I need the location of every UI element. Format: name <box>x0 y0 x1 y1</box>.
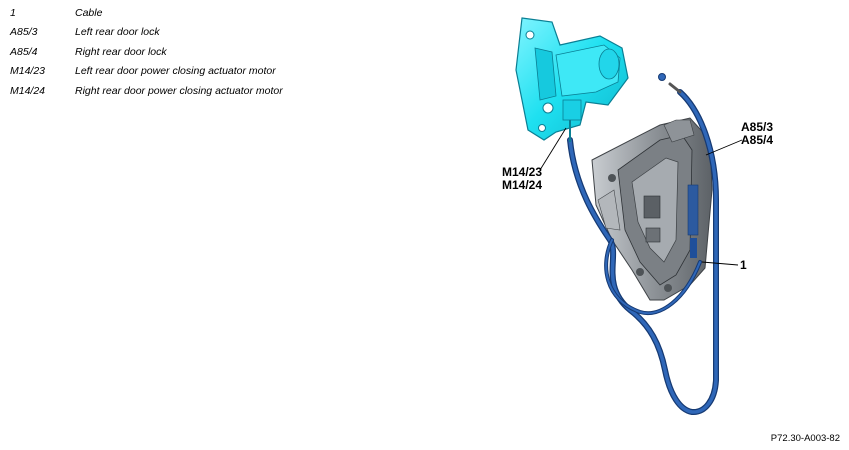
legend-key: 1 <box>10 7 16 19</box>
motor-callout-line2: M14/24 <box>502 178 543 192</box>
door-lock <box>591 117 713 301</box>
legend-description: Left rear door lock <box>75 26 160 38</box>
cable-leader-line <box>701 261 739 266</box>
legend-description: Right rear door lock <box>75 46 167 58</box>
motor-leader-line <box>539 127 567 171</box>
actuator-motor <box>515 17 629 142</box>
legend-description: Left rear door power closing actuator mo… <box>75 65 276 77</box>
motor-callout: M14/23 M14/24 <box>502 166 542 192</box>
legend-key: M14/24 <box>10 85 46 97</box>
cable <box>567 73 719 415</box>
motor-callout-line1: M14/23 <box>502 165 543 179</box>
legend-description: Cable <box>75 7 103 19</box>
legend-description: Right rear door power closing actuator m… <box>75 85 283 97</box>
legend-key: A85/3 <box>10 26 38 38</box>
lock-callout-line2: A85/4 <box>741 133 774 147</box>
cable-callout: 1 <box>740 258 747 272</box>
figure-id: P72.30-A003-82 <box>770 433 840 444</box>
legend-key: A85/4 <box>10 46 38 58</box>
leader-lines <box>539 127 743 266</box>
lock-leader-line <box>705 139 743 156</box>
legend-key: M14/23 <box>10 65 46 77</box>
lock-callout: A85/3 A85/4 <box>741 121 773 147</box>
lock-callout-line1: A85/3 <box>741 120 774 134</box>
